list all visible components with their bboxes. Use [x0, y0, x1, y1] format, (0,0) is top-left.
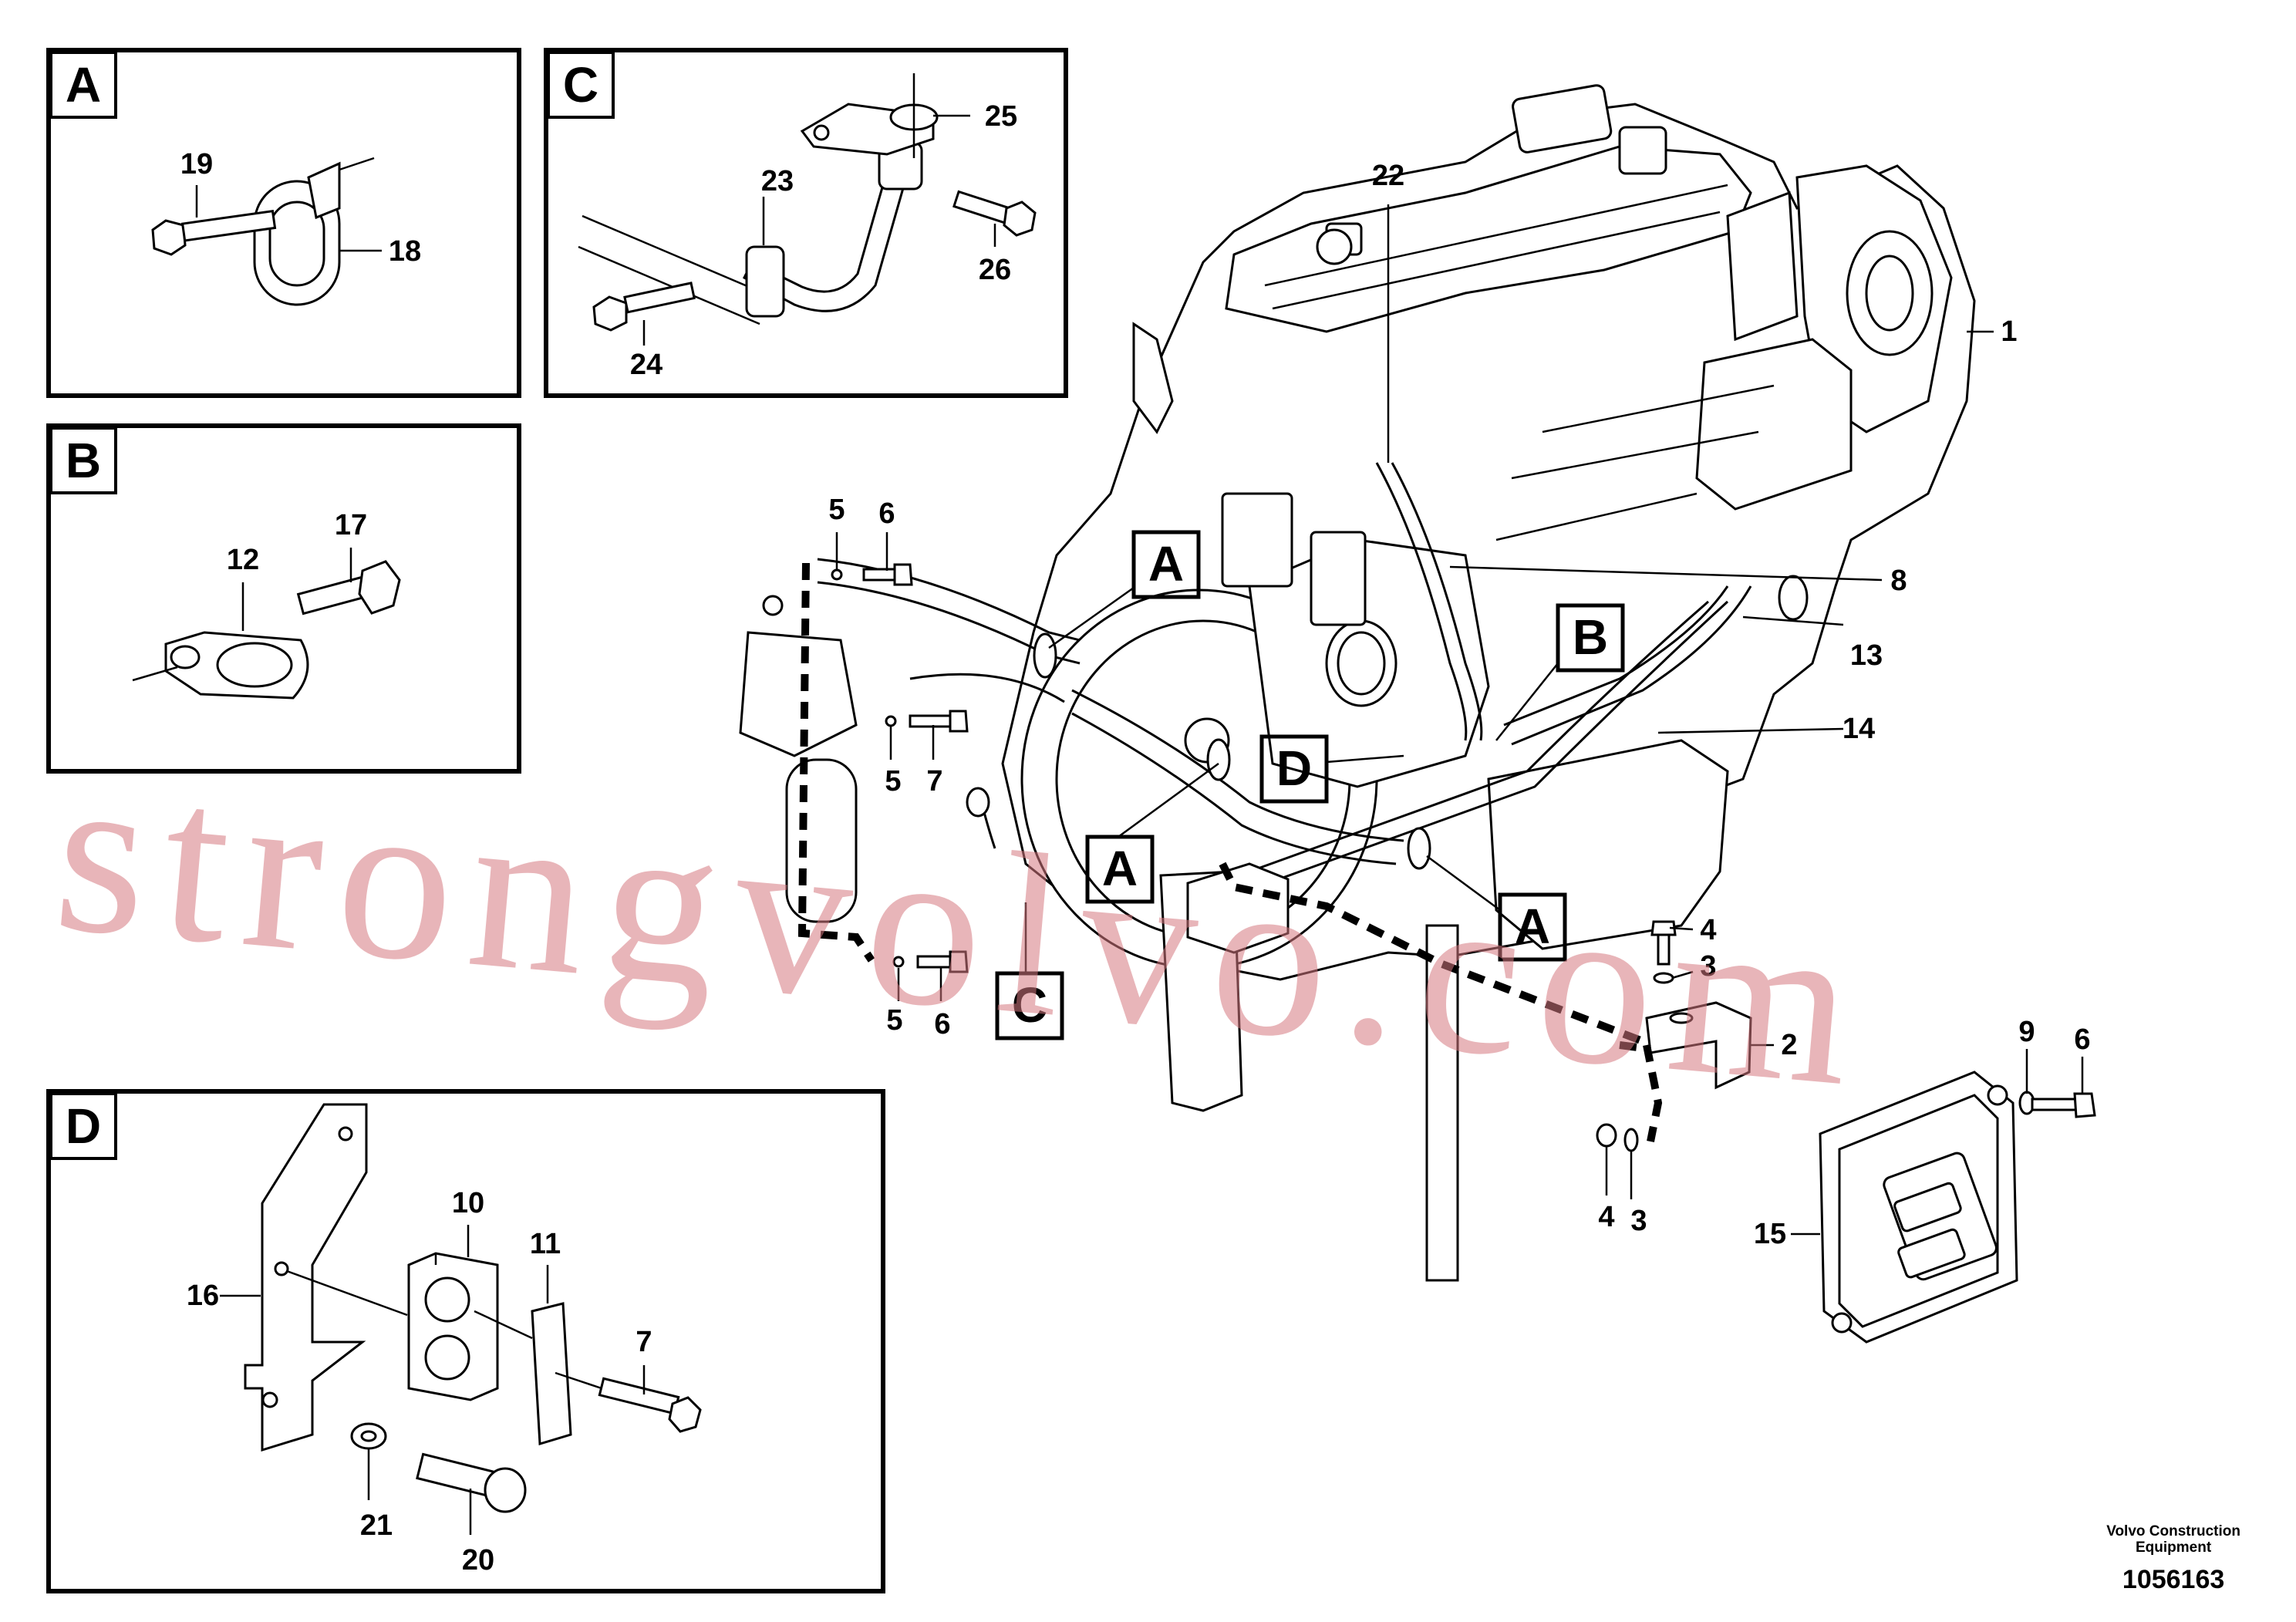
detail-box-b: B 17 12 [46, 423, 521, 774]
bolt-part-19 [151, 185, 277, 256]
callout-14: 14 [1843, 713, 1875, 745]
bolt-part-6-lower [892, 950, 969, 973]
drawing-credit: Volvo Construction Equipment 1056163 [2106, 1523, 2240, 1595]
main-callouts: 1 22 8 13 14 4 3 2 4 3 15 9 6 5 6 5 7 5 … [828, 160, 2090, 1250]
detail-box-c: C 25 23 26 24 [544, 48, 1068, 398]
callout-26: 26 [979, 254, 1011, 286]
bolt-part-7-detail [555, 1365, 702, 1433]
pipe-part [578, 141, 923, 325]
callout-6-ecu: 6 [2074, 1023, 2090, 1056]
callout-3-upper: 3 [1700, 950, 1716, 983]
leader-lines [835, 204, 2084, 1236]
callout-24: 24 [630, 349, 663, 381]
callout-9: 9 [2018, 1016, 2035, 1048]
callout-4-lower: 4 [1598, 1201, 1614, 1233]
maker-line-2: Equipment [2136, 1539, 2212, 1556]
callout-8: 8 [1890, 565, 1907, 597]
main-tag-a-2: A [1102, 841, 1138, 896]
bolt-part-7-main [885, 710, 969, 733]
callout-19: 19 [180, 148, 213, 180]
callout-7-detail: 7 [636, 1326, 652, 1358]
callout-23: 23 [761, 165, 794, 197]
main-tag-b: B [1573, 609, 1608, 665]
detail-tag-c: C [563, 57, 598, 113]
detail-box-a: A 19 18 [46, 48, 521, 398]
main-tag-c: C [1012, 977, 1047, 1033]
callout-10: 10 [452, 1187, 484, 1219]
main-tag-a-3: A [1515, 899, 1550, 954]
callout-13: 13 [1850, 639, 1883, 672]
callout-16: 16 [187, 1280, 219, 1312]
callout-4-upper: 4 [1700, 914, 1716, 946]
detail-box-d: D [46, 1089, 885, 1593]
main-tag-a-1: A [1148, 536, 1184, 592]
detail-tag-b: B [66, 433, 101, 488]
callout-20: 20 [462, 1544, 494, 1576]
clip-part-23 [745, 197, 785, 318]
bolt-part-4-upper [1650, 920, 1677, 984]
bolt-part-17 [296, 548, 401, 615]
bolt-part-26 [952, 190, 1037, 247]
bolt-part-24 [592, 282, 696, 346]
callout-5-mid: 5 [885, 765, 901, 798]
callout-7-main: 7 [926, 765, 942, 798]
maker-line-1: Volvo Construction [2106, 1523, 2240, 1539]
engine-assembly [739, 84, 1976, 1282]
clamp-part-12 [132, 582, 309, 700]
fuel-filter [1186, 862, 1290, 954]
ecu-part-15 [1819, 1071, 2096, 1344]
screw-part-20 [416, 1452, 527, 1535]
clamp-part-18 [253, 157, 382, 306]
callout-5-low: 5 [886, 1004, 902, 1037]
main-tag-d: D [1276, 740, 1312, 796]
detail-tag-a: A [66, 57, 101, 113]
callout-22: 22 [1372, 160, 1404, 192]
callout-1: 1 [2001, 315, 2017, 348]
callout-12: 12 [227, 544, 259, 576]
callout-6-top: 6 [878, 497, 895, 530]
flange-part-25 [800, 73, 970, 158]
callout-15: 15 [1754, 1218, 1786, 1250]
dashed-reference-lines [797, 562, 1663, 1142]
bracket-part-16 [220, 1103, 368, 1452]
callout-2: 2 [1781, 1029, 1797, 1061]
callout-11: 11 [530, 1228, 561, 1260]
callout-25: 25 [985, 100, 1017, 133]
callout-6-low: 6 [934, 1008, 950, 1040]
plate-part-11 [474, 1265, 572, 1445]
bracket-part-2 [1645, 1001, 1752, 1090]
drawing-number: 1056163 [2122, 1565, 2225, 1594]
callout-3-lower: 3 [1630, 1205, 1647, 1237]
block-part-10 [286, 1225, 499, 1401]
callout-5-top: 5 [828, 494, 845, 526]
callout-18: 18 [389, 235, 421, 268]
bolt-part-4-lower [1596, 1123, 1639, 1152]
bolt-part-6-top [831, 563, 913, 586]
washer-part-21 [350, 1422, 387, 1500]
main-tag-boxes: A B D A A C [995, 530, 1625, 1040]
callout-21: 21 [360, 1509, 393, 1542]
detail-tag-d: D [66, 1098, 101, 1154]
callout-17: 17 [335, 509, 367, 541]
